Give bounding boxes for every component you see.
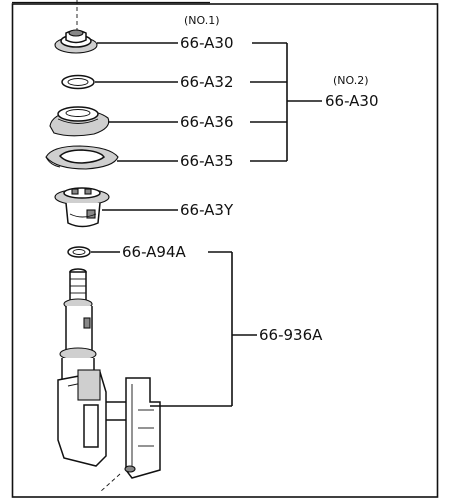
- a30-note: (NO.1): [184, 14, 220, 27]
- label-66-a30: 66-A30: [180, 34, 234, 52]
- label-66-a3y: 66-A3Y: [180, 201, 234, 219]
- small-o-ring-part: [67, 246, 91, 258]
- label-66-a94a: 66-A94A: [122, 243, 187, 261]
- seat-washer-part: [49, 106, 110, 137]
- bushing-cap-part: [54, 0, 98, 54]
- label-66-a32: 66-A32: [180, 73, 234, 91]
- label-66-a35: 66-A35: [180, 152, 234, 170]
- label-66-936a: 66-936A: [259, 326, 323, 344]
- o-ring-part: [61, 74, 95, 90]
- flat-gasket-part: [45, 145, 119, 170]
- diagram-frame: [11, 3, 439, 498]
- coupler-head-part: [54, 187, 110, 228]
- a30-no2-note: (NO.2): [333, 74, 369, 87]
- label-66-a30-no2: 66-A30: [325, 92, 379, 110]
- label-66-a36: 66-A36: [180, 113, 234, 131]
- shaft-bracket-assembly-part: [57, 268, 161, 493]
